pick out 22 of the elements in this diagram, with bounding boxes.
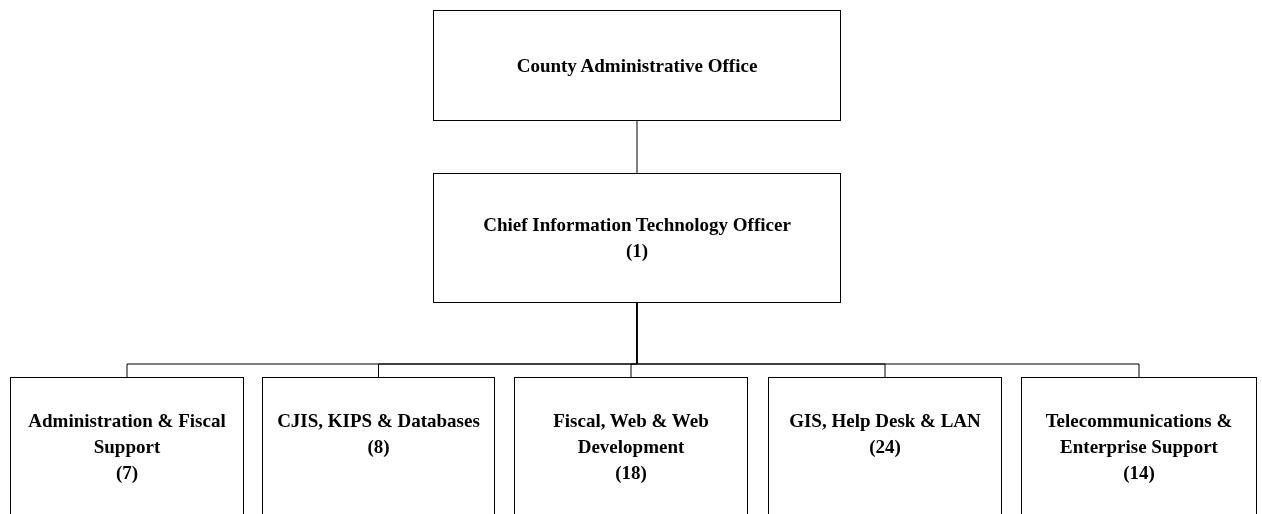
staff-count: (18) (615, 461, 647, 485)
connector-line (636, 302, 1140, 378)
org-box (262, 377, 495, 514)
unit-name: CJIS, KIPS & Databases (277, 409, 480, 433)
staff-count: (7) (115, 461, 139, 485)
unit-name: Chief Information Technology Officer (483, 213, 791, 237)
staff-count: (1) (625, 239, 649, 263)
org-box (10, 377, 244, 514)
staff-count: (8) (367, 435, 390, 459)
unit-name: Telecommunications & Enterprise Support (1044, 409, 1234, 459)
unit-name: GIS, Help Desk & LAN (789, 409, 981, 433)
org-box (433, 173, 841, 303)
unit-name: Administration & Fiscal Support (27, 409, 227, 459)
org-box (433, 10, 841, 121)
staff-count: (14) (1123, 461, 1155, 485)
connector-line (636, 120, 638, 174)
unit-name: Fiscal, Web & Web Development (552, 409, 710, 459)
org-box (1021, 377, 1257, 514)
unit-name: County Administrative Office (516, 53, 758, 78)
staff-count: (24) (869, 435, 901, 459)
org-box (768, 377, 1002, 514)
org-box (514, 377, 748, 514)
